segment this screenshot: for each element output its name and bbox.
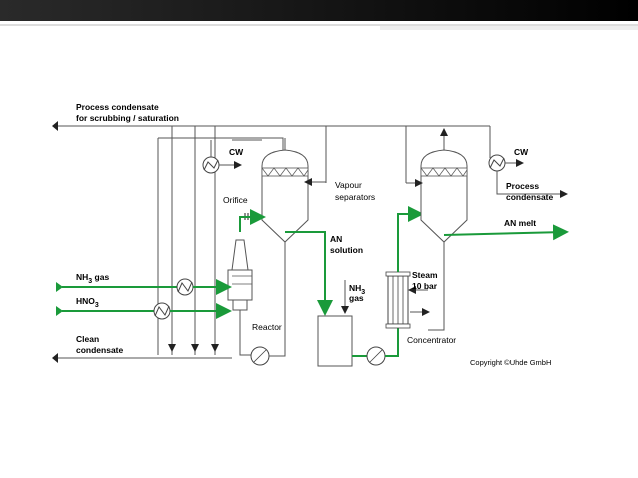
clean-condensate-label-1: Clean xyxy=(76,334,99,344)
process-condensate-label-2: for scrubbing / saturation xyxy=(76,113,179,123)
orifice-label: Orifice xyxy=(223,195,248,205)
clean-condensate-label-2: condensate xyxy=(76,345,124,355)
process-condensate-out-label-2: condensate xyxy=(506,192,554,202)
reactor-pump-icon xyxy=(239,242,286,366)
an-solution-label-2: solution xyxy=(330,245,363,255)
nh3-gas-tank-label-2: gas xyxy=(349,293,364,303)
nh3-gas-label: NH3 gas xyxy=(76,272,109,285)
an-melt-label: AN melt xyxy=(504,218,536,228)
steam-label-1: Steam xyxy=(412,270,438,280)
an-solution-label-1: AN xyxy=(330,234,342,244)
clean-condensate-line xyxy=(52,353,232,363)
concentrator xyxy=(385,271,430,329)
cw-right-label: CW xyxy=(514,147,529,157)
steam-label-2: 10 bar xyxy=(412,281,438,291)
reactor-to-separator-stream xyxy=(239,209,266,232)
concentrator-feed-pump-icon xyxy=(352,322,399,366)
an-melt-stream xyxy=(443,224,569,241)
vapour-label-2: separators xyxy=(335,192,375,202)
cooler-right-icon xyxy=(488,152,568,198)
hno3-stream xyxy=(56,302,232,320)
vapour-label-1: Vapour xyxy=(335,180,362,190)
nh3-gas-stream xyxy=(56,278,232,296)
reactor-label: Reactor xyxy=(252,322,282,332)
nh3-gas-tank-label: NH3 xyxy=(349,283,365,296)
copyright-text: Copyright ©Uhde GmbH xyxy=(470,358,551,367)
process-condensate-header-line xyxy=(52,121,491,183)
slide-header-bar xyxy=(0,0,638,30)
process-condensate-out-label-1: Process xyxy=(506,181,539,191)
concentrator-label: Concentrator xyxy=(407,335,456,345)
concentrator-to-separator-stream xyxy=(397,206,424,272)
cooler-left-icon xyxy=(202,140,242,174)
process-condensate-label-1: Process condensate xyxy=(76,102,159,112)
reactor xyxy=(227,239,253,311)
cw-left-label: CW xyxy=(229,147,244,157)
header-drop-lines xyxy=(157,126,284,355)
vapour-separator-left xyxy=(261,138,326,243)
drop-arrows xyxy=(168,344,219,352)
neutralization-tank xyxy=(317,315,353,367)
vapour-separator-right xyxy=(405,126,468,331)
an-solution-stream xyxy=(285,231,333,316)
hno3-label: HNO3 xyxy=(76,296,99,309)
